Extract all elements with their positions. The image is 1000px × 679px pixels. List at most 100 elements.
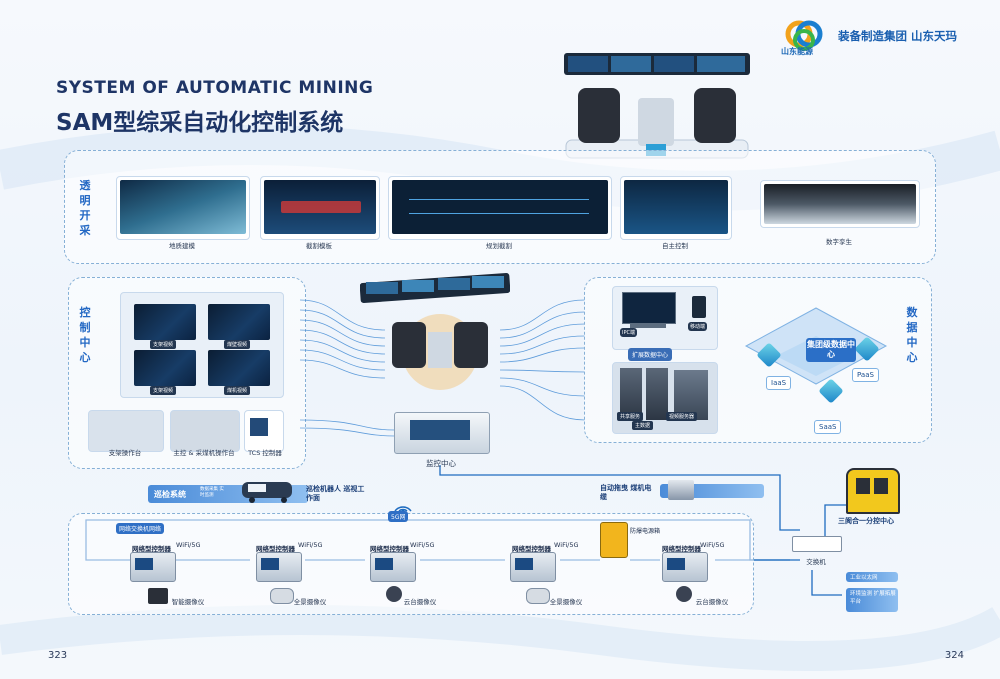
ptz-camera-device-1 [386, 586, 402, 602]
wifi-label-4: WiFi/5G [554, 541, 579, 549]
video-screen-2[interactable] [208, 304, 270, 340]
sub-control-center-cabin[interactable] [846, 468, 900, 514]
autonomous-control-screen [624, 180, 728, 234]
wifi-label-1: WiFi/5G [176, 541, 201, 549]
caption-autonomous-control: 自主控制 [662, 242, 688, 250]
wifi-label-5: WiFi/5G [700, 541, 725, 549]
smart-camera-device-1 [148, 588, 168, 604]
caption-cutting-template: 截割模板 [306, 242, 332, 250]
support-console-caption: 支架操作台 [108, 449, 142, 457]
ring-network-label: 网络交换机网络 [116, 523, 165, 534]
video-screen-3[interactable] [134, 350, 196, 386]
main-control-console-card[interactable] [170, 410, 240, 452]
panoramic-camera-device-1 [270, 588, 294, 604]
transparent-mining-label: 透明开采 [79, 179, 91, 237]
keyboard [630, 324, 666, 328]
controller-label-2: 网络型控制器 [256, 545, 295, 553]
caption-digital-twin: 数字孪生 [826, 238, 852, 246]
card-geology-model[interactable] [116, 176, 250, 240]
iaas-label: IaaS [766, 376, 792, 390]
planned-cutting-lines [409, 199, 589, 200]
tcs-controller-caption: TCS 控制器 [248, 449, 282, 457]
caption-planned-cutting: 规划截割 [486, 242, 512, 250]
monitor-center-window [410, 420, 470, 440]
card-autonomous-control[interactable] [620, 176, 732, 240]
controller-label-5: 网络型控制器 [662, 545, 701, 553]
logo-text: 山东能源 [781, 47, 813, 56]
cable-drag-device [668, 480, 694, 500]
mobile-screen [692, 296, 706, 318]
page-number-right: 324 [944, 650, 964, 661]
power-box-label: 防爆电源箱 [630, 528, 661, 535]
planned-cutting-screen [392, 180, 608, 234]
camera-label-4: 全景摄像仪 [549, 598, 583, 606]
sub-control-center-label: 三阂合一分控中心 [838, 517, 894, 525]
server-rack-3 [674, 370, 708, 420]
server-rack-2 [646, 368, 668, 420]
sub-control-window [856, 478, 870, 494]
wifi-label-3: WiFi/5G [410, 541, 435, 549]
camera-label-1: 智能摄像仪 [171, 598, 205, 606]
digital-twin-screen [764, 184, 916, 224]
page-number-left: 323 [48, 650, 68, 661]
data-center-label: 数据中心 [906, 306, 918, 364]
ipc-label: IPC端 [620, 328, 637, 337]
brand-name: 装备制造集团 山东天玛 [838, 29, 958, 43]
video-screen-4[interactable] [208, 350, 270, 386]
card-planned-cutting[interactable] [388, 176, 612, 240]
main-control-console-caption: 主控 & 采煤机操作台 [173, 449, 235, 457]
video-label-1: 支架视频 [150, 340, 177, 349]
title-english: SYSTEM OF AUTOMATIC MINING [56, 78, 374, 98]
video-label-3: 支架视频 [150, 386, 177, 395]
inspection-small-text: 数据采集 实时监测 [200, 487, 224, 498]
control-center-label: 控制中心 [79, 306, 91, 364]
video-label-4: 煤机视频 [224, 386, 251, 395]
server-rack-1 [620, 368, 642, 420]
panoramic-camera-device-2 [526, 588, 550, 604]
network-controller-2[interactable] [256, 552, 302, 582]
card-digital-twin[interactable] [760, 180, 920, 228]
controller-label-1: 网络型控制器 [132, 545, 171, 553]
inspection-robot-label: 巡检机器人 巡视工作面 [306, 485, 365, 502]
camera-label-2: 全景摄像仪 [293, 598, 327, 606]
group-data-center-label: 集团级数据中心 [806, 338, 856, 362]
center-console-illustration [360, 272, 510, 390]
wifi-label-2: WiFi/5G [298, 541, 323, 549]
support-console-card[interactable] [88, 410, 164, 452]
inspection-robot-icon [242, 482, 292, 503]
extended-data-center-label: 扩展数据中心 [628, 348, 673, 361]
planned-cutting-lines-2 [409, 213, 589, 214]
cloud-platform-diagram [744, 307, 888, 385]
network-controller-3[interactable] [370, 552, 416, 582]
right-box-1 [846, 572, 898, 582]
camera-label-3: 云台摄像仪 [403, 598, 437, 606]
inspection-system-label: 巡检系统 [154, 490, 186, 499]
network-controller-5[interactable] [662, 552, 708, 582]
auto-drag-label: 自动拖曳 煤机电缆 [600, 484, 652, 501]
controller-label-3: 网络型控制器 [370, 545, 409, 553]
paas-label: PaaS [852, 368, 879, 382]
network-controller-4[interactable] [510, 552, 556, 582]
ipc-screen [622, 292, 676, 324]
right-box-2-label: 环境监测 扩展拓展平台 [850, 591, 896, 605]
cutting-template-graphic [281, 201, 361, 213]
5g-network-label: 5G网 [388, 511, 409, 522]
network-switch-device[interactable] [792, 536, 842, 552]
title-chinese: SAM型综采自动化控制系统 [56, 110, 344, 136]
right-box-1-label: 工业以太网 [850, 575, 878, 581]
controller-label-4: 网络型控制器 [512, 545, 551, 553]
ptz-camera-device-2 [676, 586, 692, 602]
network-controller-1[interactable] [130, 552, 176, 582]
operator-console-illustration [564, 53, 750, 159]
camera-label-5: 云台摄像仪 [695, 598, 729, 606]
card-cutting-template[interactable] [260, 176, 380, 240]
video-screen-1[interactable] [134, 304, 196, 340]
rack-label-1: 共享服务 [617, 412, 644, 421]
sub-control-window-2 [874, 478, 888, 494]
right-box-2 [846, 588, 898, 612]
explosion-proof-power-box[interactable] [600, 522, 628, 558]
mobile-label: 移动端 [688, 322, 708, 331]
switch-label: 交换机 [806, 558, 826, 566]
monitor-center-label: 监控中心 [426, 459, 456, 468]
rack-label-2: 视频服务器 [666, 412, 698, 421]
